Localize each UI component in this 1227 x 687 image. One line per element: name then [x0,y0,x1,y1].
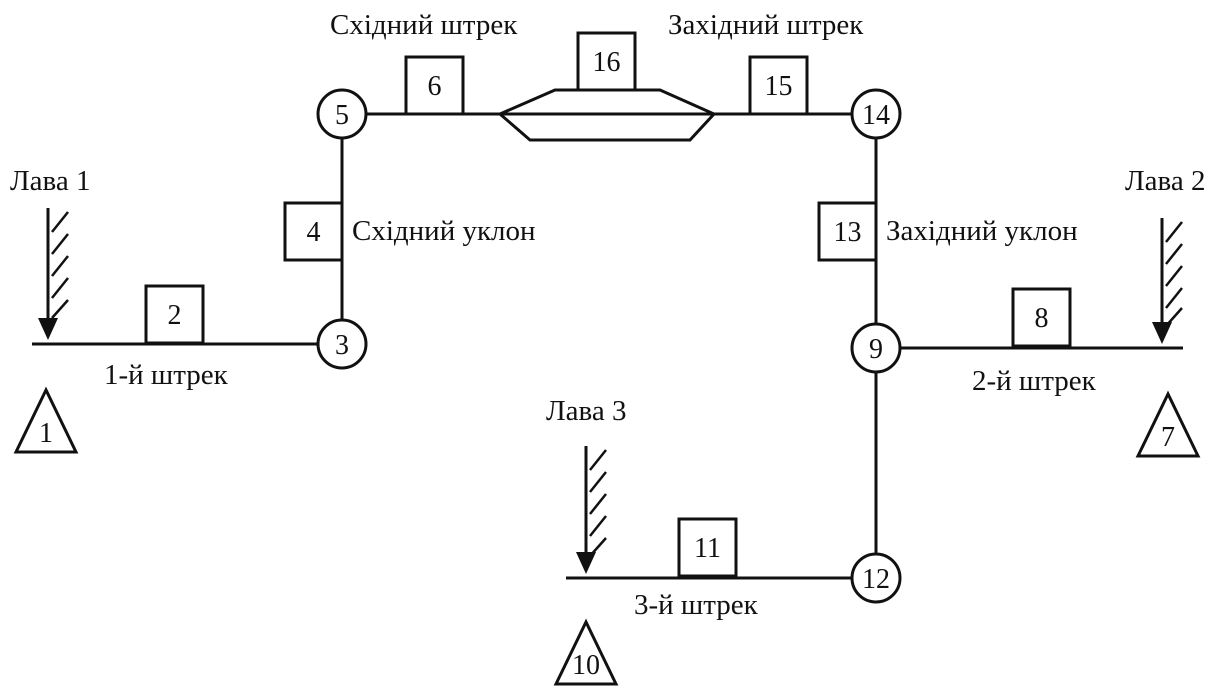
node-2-label: 2 [168,300,182,331]
node-2: 2 [144,284,205,345]
node-12-label: 12 [862,564,890,595]
node-7: 7 [1135,390,1201,458]
node-9: 9 [850,322,902,374]
node-15-label: 15 [765,71,793,102]
node-1: 1 [13,386,79,454]
node-4: 4 [283,201,344,262]
lava2-label: Лава 2 [1125,165,1205,197]
node-10: 10 [553,618,619,686]
node-10-label: 10 [572,650,600,681]
shtrek2-label: 2-й штрек [972,365,1097,397]
east-drift-label: Східний штрек [330,9,518,41]
node-13: 13 [817,201,878,262]
node-8: 8 [1011,287,1072,348]
shtrek1-label: 1-й штрек [104,359,229,391]
lava1-symbol [38,208,69,340]
node-3-label: 3 [335,330,349,361]
node-16-label: 16 [593,47,621,78]
node-12: 12 [850,552,902,604]
lava1-label: Лава 1 [10,165,90,197]
lava3-label: Лава 3 [546,395,626,427]
lava2-symbol [1152,218,1183,344]
west-drift-label: Західний штрек [668,9,864,41]
lava3-symbol [576,446,607,574]
node-15: 15 [748,55,809,116]
node-1-label: 1 [39,418,53,449]
node-13-label: 13 [834,217,862,248]
node-5: 5 [316,88,368,140]
node-3: 3 [316,318,368,370]
node-14-label: 14 [862,100,890,131]
east-slope-label: Східний уклон [352,215,536,247]
node-16: 16 [576,31,637,92]
node-11: 11 [677,517,738,578]
node-6: 6 [404,55,465,116]
node-5-label: 5 [335,100,349,131]
node-14: 14 [850,88,902,140]
node-11-label: 11 [694,533,721,564]
shtrek3-label: 3-й штрек [634,589,759,621]
node-9-label: 9 [869,334,883,365]
west-slope-label: Західний уклон [886,215,1078,247]
node-8-label: 8 [1035,303,1049,334]
node-7-label: 7 [1161,422,1175,453]
node-6-label: 6 [428,71,442,102]
node-4-label: 4 [307,217,321,248]
